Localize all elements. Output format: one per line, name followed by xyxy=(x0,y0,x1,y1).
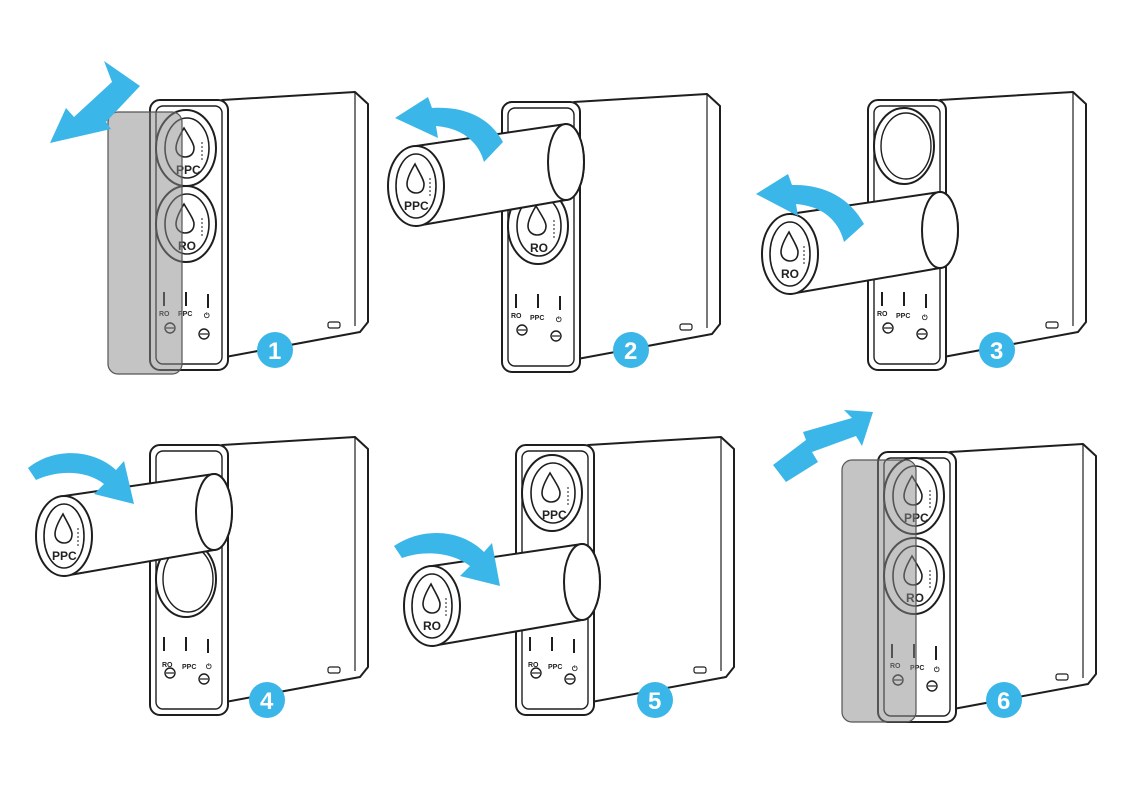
step-6: PPC RO RO PPC ⏻ xyxy=(841,443,1097,723)
power-icon: ⏻ xyxy=(572,665,578,673)
step-number: 1 xyxy=(268,338,281,365)
front-cover xyxy=(841,459,917,723)
power-icon: ⏻ xyxy=(922,314,928,322)
ro-filter-cap: RO xyxy=(507,187,569,265)
ppc-label: PPC xyxy=(542,508,567,522)
step-1: PPC RO RO PPC ⏻ xyxy=(107,91,369,375)
ro-label: RO xyxy=(781,267,799,281)
step-2: RO RO PPC ⏻ xyxy=(501,93,721,373)
cyan-arrow-icon xyxy=(756,174,864,242)
ro-label: RO xyxy=(423,619,441,633)
step-badge-2: 2 xyxy=(613,332,649,368)
step-4: RO PPC ⏻ xyxy=(149,436,369,716)
step-badge-5: 5 xyxy=(637,682,673,718)
ro-filter-cylinder: RO xyxy=(761,191,959,295)
panel-label-ppc: PPC xyxy=(182,664,196,671)
ro-filter-cylinder: RO xyxy=(403,543,601,647)
power-icon: ⏻ xyxy=(934,666,940,674)
panel-label-ro: RO xyxy=(877,311,888,318)
step-badge-1: 1 xyxy=(257,332,293,368)
front-cover xyxy=(107,111,183,375)
step-number: 3 xyxy=(990,338,1003,365)
ppc-filter-cylinder: PPC xyxy=(35,473,233,577)
step-5: PPC RO PPC ⏻ xyxy=(515,436,735,716)
panel-label-ppc: PPC xyxy=(530,315,544,322)
step-number: 6 xyxy=(997,688,1010,715)
ro-label: RO xyxy=(530,241,548,255)
cyan-arrow-icon xyxy=(395,97,503,162)
power-icon: ⏻ xyxy=(556,316,562,324)
ppc-label: PPC xyxy=(404,199,429,213)
power-icon: ⏻ xyxy=(206,663,212,671)
cyan-arrow-icon xyxy=(394,533,500,586)
step-badge-4: 4 xyxy=(249,682,285,718)
cyan-arrow-icon xyxy=(50,61,140,143)
step-number: 5 xyxy=(648,688,661,715)
panel-label-ro: RO xyxy=(162,662,173,669)
panel-label-ro: RO xyxy=(528,662,539,669)
panel-label-ppc: PPC xyxy=(548,664,562,671)
step-badge-3: 3 xyxy=(979,332,1015,368)
ppc-filter-cap: PPC xyxy=(521,454,583,532)
panel-label-ppc: PPC xyxy=(896,313,910,320)
step-badge-6: 6 xyxy=(986,682,1022,718)
cyan-arrow-icon xyxy=(28,453,134,504)
panel-label-ppc: PPC xyxy=(178,311,192,318)
ppc-filter-cylinder: PPC xyxy=(387,123,585,227)
step-number: 4 xyxy=(260,688,274,715)
panel-label-ro: RO xyxy=(511,313,522,320)
power-icon: ⏻ xyxy=(204,312,210,320)
panel-label-ppc: PPC xyxy=(910,665,924,672)
ppc-slot-empty xyxy=(873,107,935,185)
ppc-label: PPC xyxy=(52,549,77,563)
step-number: 2 xyxy=(624,338,637,365)
step-3: RO PPC ⏻ xyxy=(867,91,1087,371)
cyan-arrow-icon xyxy=(773,410,873,482)
